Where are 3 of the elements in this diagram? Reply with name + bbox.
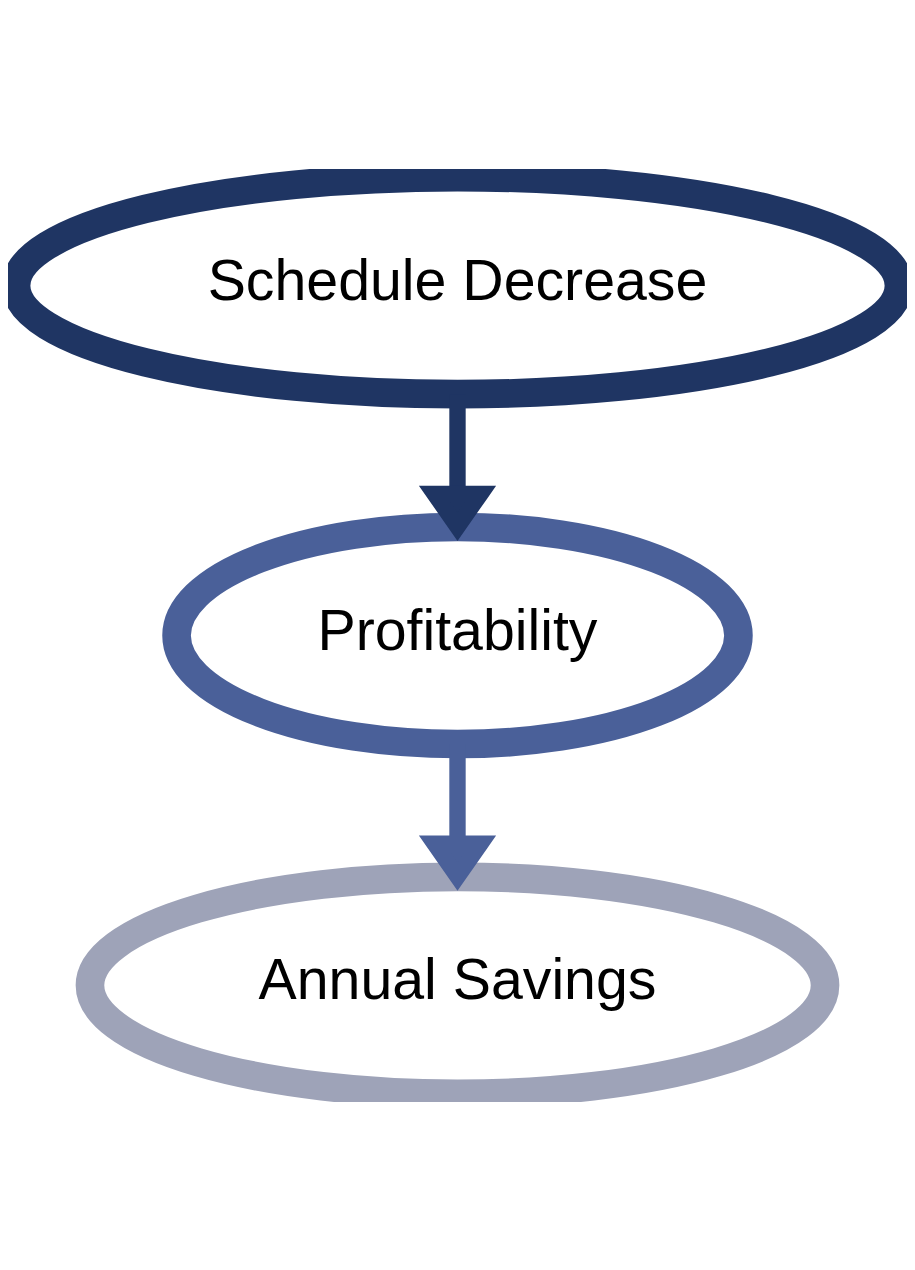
node-ellipse: Profitability bbox=[162, 512, 753, 758]
node-ellipse: Schedule Decrease bbox=[8, 168, 907, 408]
node-ellipse: Annual Savings bbox=[75, 862, 840, 1102]
